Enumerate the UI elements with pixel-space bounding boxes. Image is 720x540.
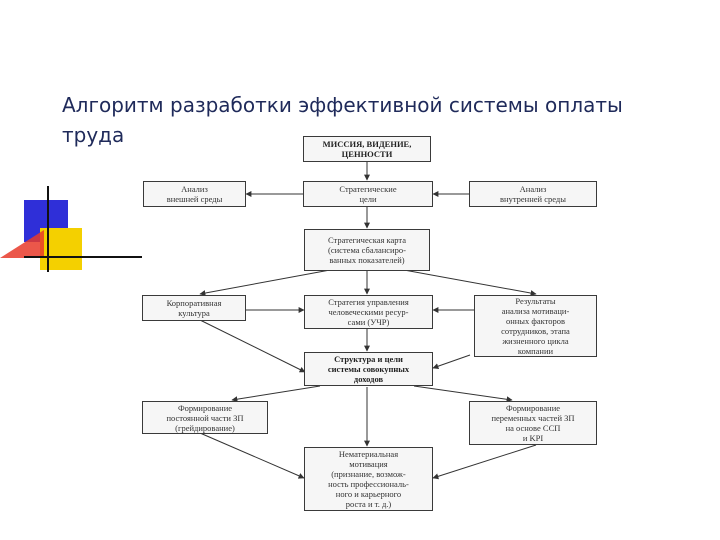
box-variable-pay: Формирование переменных частей ЗП на осн… <box>469 401 597 445</box>
box-strategic-goals: Стратегические цели <box>303 181 433 207</box>
box-nonmaterial-motivation: Нематериальная мотивация (признание, воз… <box>304 447 433 511</box>
box-mission: МИССИЯ, ВИДЕНИЕ, ЦЕННОСТИ <box>303 136 431 162</box>
decor-horizontal-line <box>24 256 142 258</box>
arrow-variable-nonmaterial <box>432 444 537 480</box>
arrow-culture-structure <box>199 319 306 373</box>
box-corporate-culture: Корпоративная культура <box>142 295 246 321</box>
box-motivation-results: Результаты анализа мотиваци- онных факто… <box>474 295 597 357</box>
arrow-map-culture <box>199 269 331 296</box>
box-hr-strategy: Стратегия управления человеческими ресур… <box>304 295 433 329</box>
box-internal-analysis: Анализ внутренней среды <box>469 181 597 207</box>
arrow-fixed-nonmaterial <box>199 432 305 479</box>
arrow-results-structure <box>432 354 471 370</box>
arrow-structure-fixed <box>231 385 321 403</box>
decor-vertical-line <box>47 186 49 272</box>
arrow-map-results <box>403 269 537 296</box>
box-fixed-pay: Формирование постоянной части ЗП (грейди… <box>142 401 268 434</box>
arrow-structure-variable <box>413 385 513 403</box>
box-strategy-map: Стратегическая карта (система сбалансиро… <box>304 229 430 271</box>
slide-title: Алгоритм разработки эффективной системы … <box>62 93 623 147</box>
box-external-analysis: Анализ внешней среды <box>143 181 246 207</box>
box-structure-goals: Структура и цели системы совокупных дохо… <box>304 352 433 386</box>
decor-red-triangle <box>0 230 44 258</box>
